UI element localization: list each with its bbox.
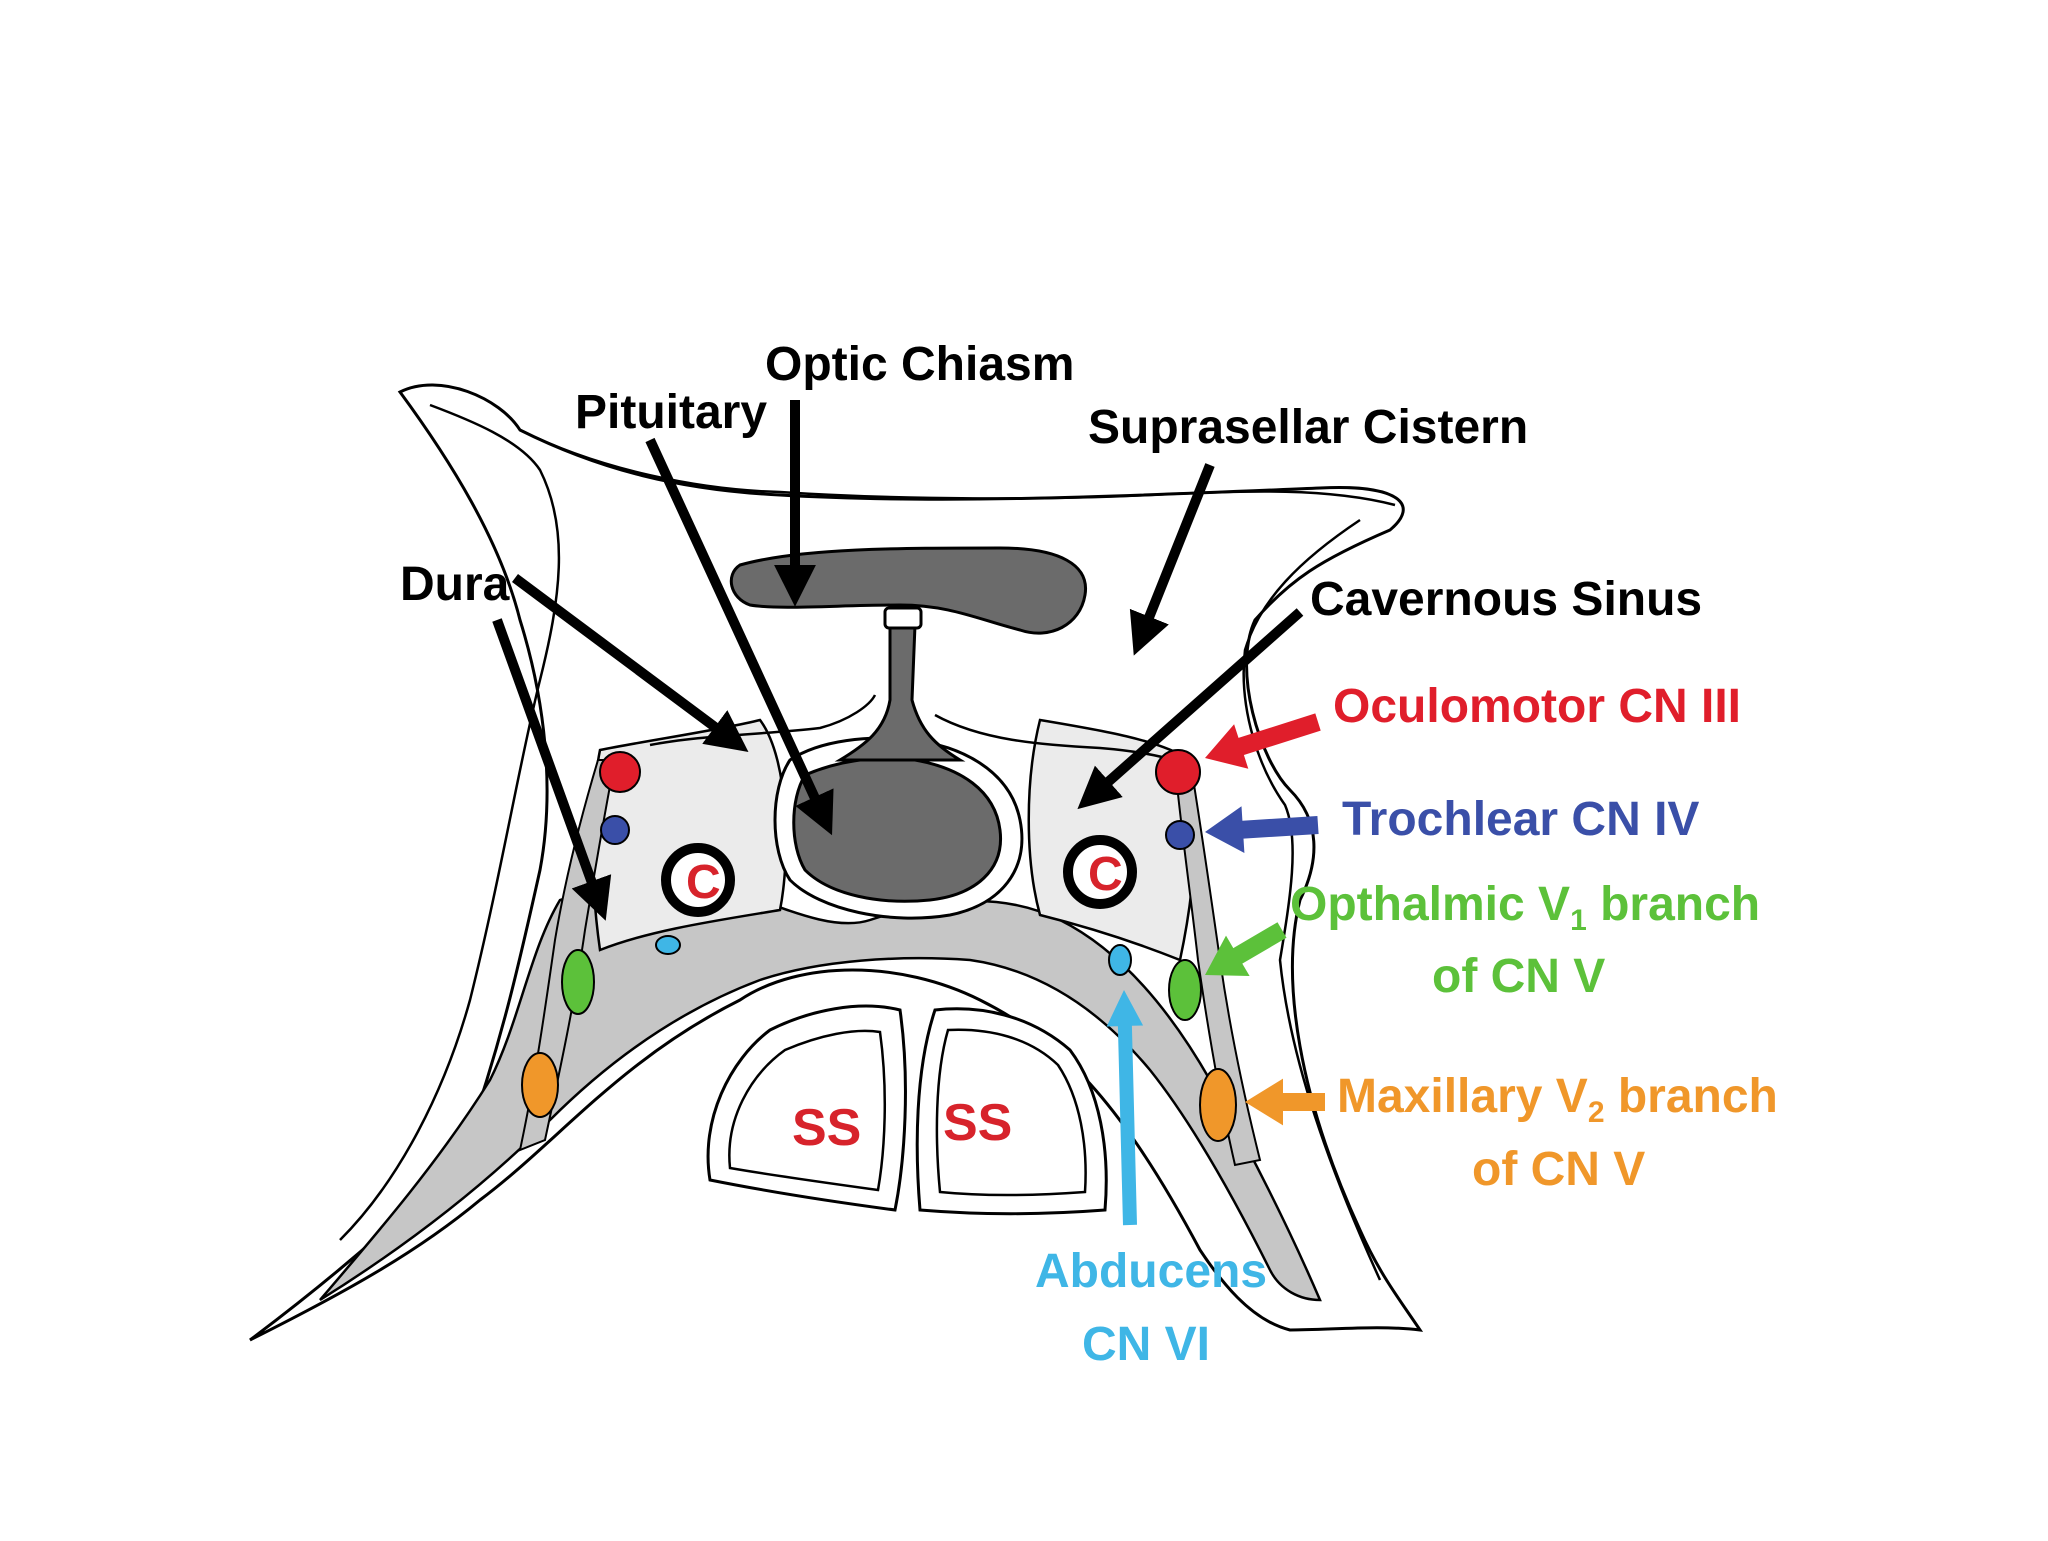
suprasellar-arrow — [1129, 463, 1215, 656]
maxillary-nerve-right — [1199, 1068, 1237, 1142]
pituitary-arrow — [645, 437, 834, 836]
nerve-arrows — [1106, 713, 1325, 1226]
maxillary-label-line2: of CN V — [1472, 1143, 1645, 1196]
carotid-right-label: C — [1088, 848, 1123, 901]
abducens-label-line2: CN VI — [1082, 1318, 1210, 1371]
lateral-wall-left — [518, 759, 617, 1152]
trochlear-nerve-right — [1165, 820, 1195, 850]
suprasellar-roof — [519, 428, 1396, 507]
maxillary-label-text: Maxillary V — [1337, 1070, 1588, 1123]
carotid-right-ring — [1063, 835, 1137, 909]
abducens-nerve-right — [1108, 944, 1132, 976]
oculomotor-nerve-right — [1155, 749, 1201, 795]
maxillary-nerve-left — [521, 1052, 559, 1118]
carotid-left-ring — [661, 843, 735, 917]
carotid-left-label: C — [686, 856, 721, 909]
stalk-top — [883, 606, 923, 630]
sphenoid-sinus-right — [915, 1007, 1108, 1216]
optic-chiasm-label: Optic Chiasm — [765, 338, 1074, 391]
opthalmic-arrow — [1205, 922, 1287, 976]
oculomotor-label: Oculomotor CN III — [1333, 680, 1741, 733]
cavernous-sinus-label: Cavernous Sinus — [1310, 573, 1702, 626]
opthalmic-nerve-right — [1168, 959, 1202, 1021]
trochlear-nerve-left — [600, 815, 630, 845]
opthalmic-label-line2: of CN V — [1432, 950, 1605, 1003]
abducens-arrow — [1106, 990, 1144, 1226]
dura-arrow-upper — [512, 573, 749, 753]
maxillary-label-branch: branch — [1605, 1070, 1778, 1123]
sphenoid-sinus-right-label: SS — [943, 1094, 1012, 1152]
dura-arrow-lower — [492, 618, 612, 921]
sphenoid-sinus-left — [706, 1004, 907, 1212]
pituitary-label: Pituitary — [575, 386, 767, 439]
dura-label: Dura — [400, 558, 510, 611]
abducens-label-line1: Abducens — [1035, 1245, 1267, 1298]
opthalmic-nerve-left — [561, 949, 595, 1015]
oculomotor-arrow — [1205, 713, 1321, 769]
opthalmic-label-subscript: 1 — [1570, 904, 1587, 937]
cavernous-sinus-arrow — [1077, 608, 1304, 810]
maxillary-arrow — [1245, 1078, 1325, 1126]
pituitary-gland — [792, 756, 1003, 903]
oculomotor-nerve-left — [599, 751, 641, 793]
sphenoid-sinus-right-inner — [935, 1028, 1087, 1197]
suprasellar-cistern-label: Suprasellar Cistern — [1088, 401, 1528, 454]
inner-dura-line-left — [339, 403, 561, 1241]
trochlear-label: Trochlear CN IV — [1342, 793, 1699, 846]
sphenoid-sinus-left-label: SS — [792, 1099, 861, 1157]
trochlear-arrow — [1205, 806, 1319, 853]
opthalmic-label-line1: Opthalmic V1 branch — [1290, 878, 1760, 937]
pituitary-stalk — [834, 623, 966, 762]
maxillary-label-line1: Maxillary V2 branch — [1337, 1070, 1778, 1129]
sphenoid-sinus-left-inner — [728, 1029, 886, 1192]
opthalmic-label-branch: branch — [1587, 878, 1760, 931]
maxillary-label-subscript: 2 — [1588, 1096, 1605, 1129]
opthalmic-label-text: Opthalmic V — [1290, 878, 1570, 931]
optic-chiasm — [729, 546, 1088, 635]
abducens-nerve-left — [655, 935, 681, 955]
